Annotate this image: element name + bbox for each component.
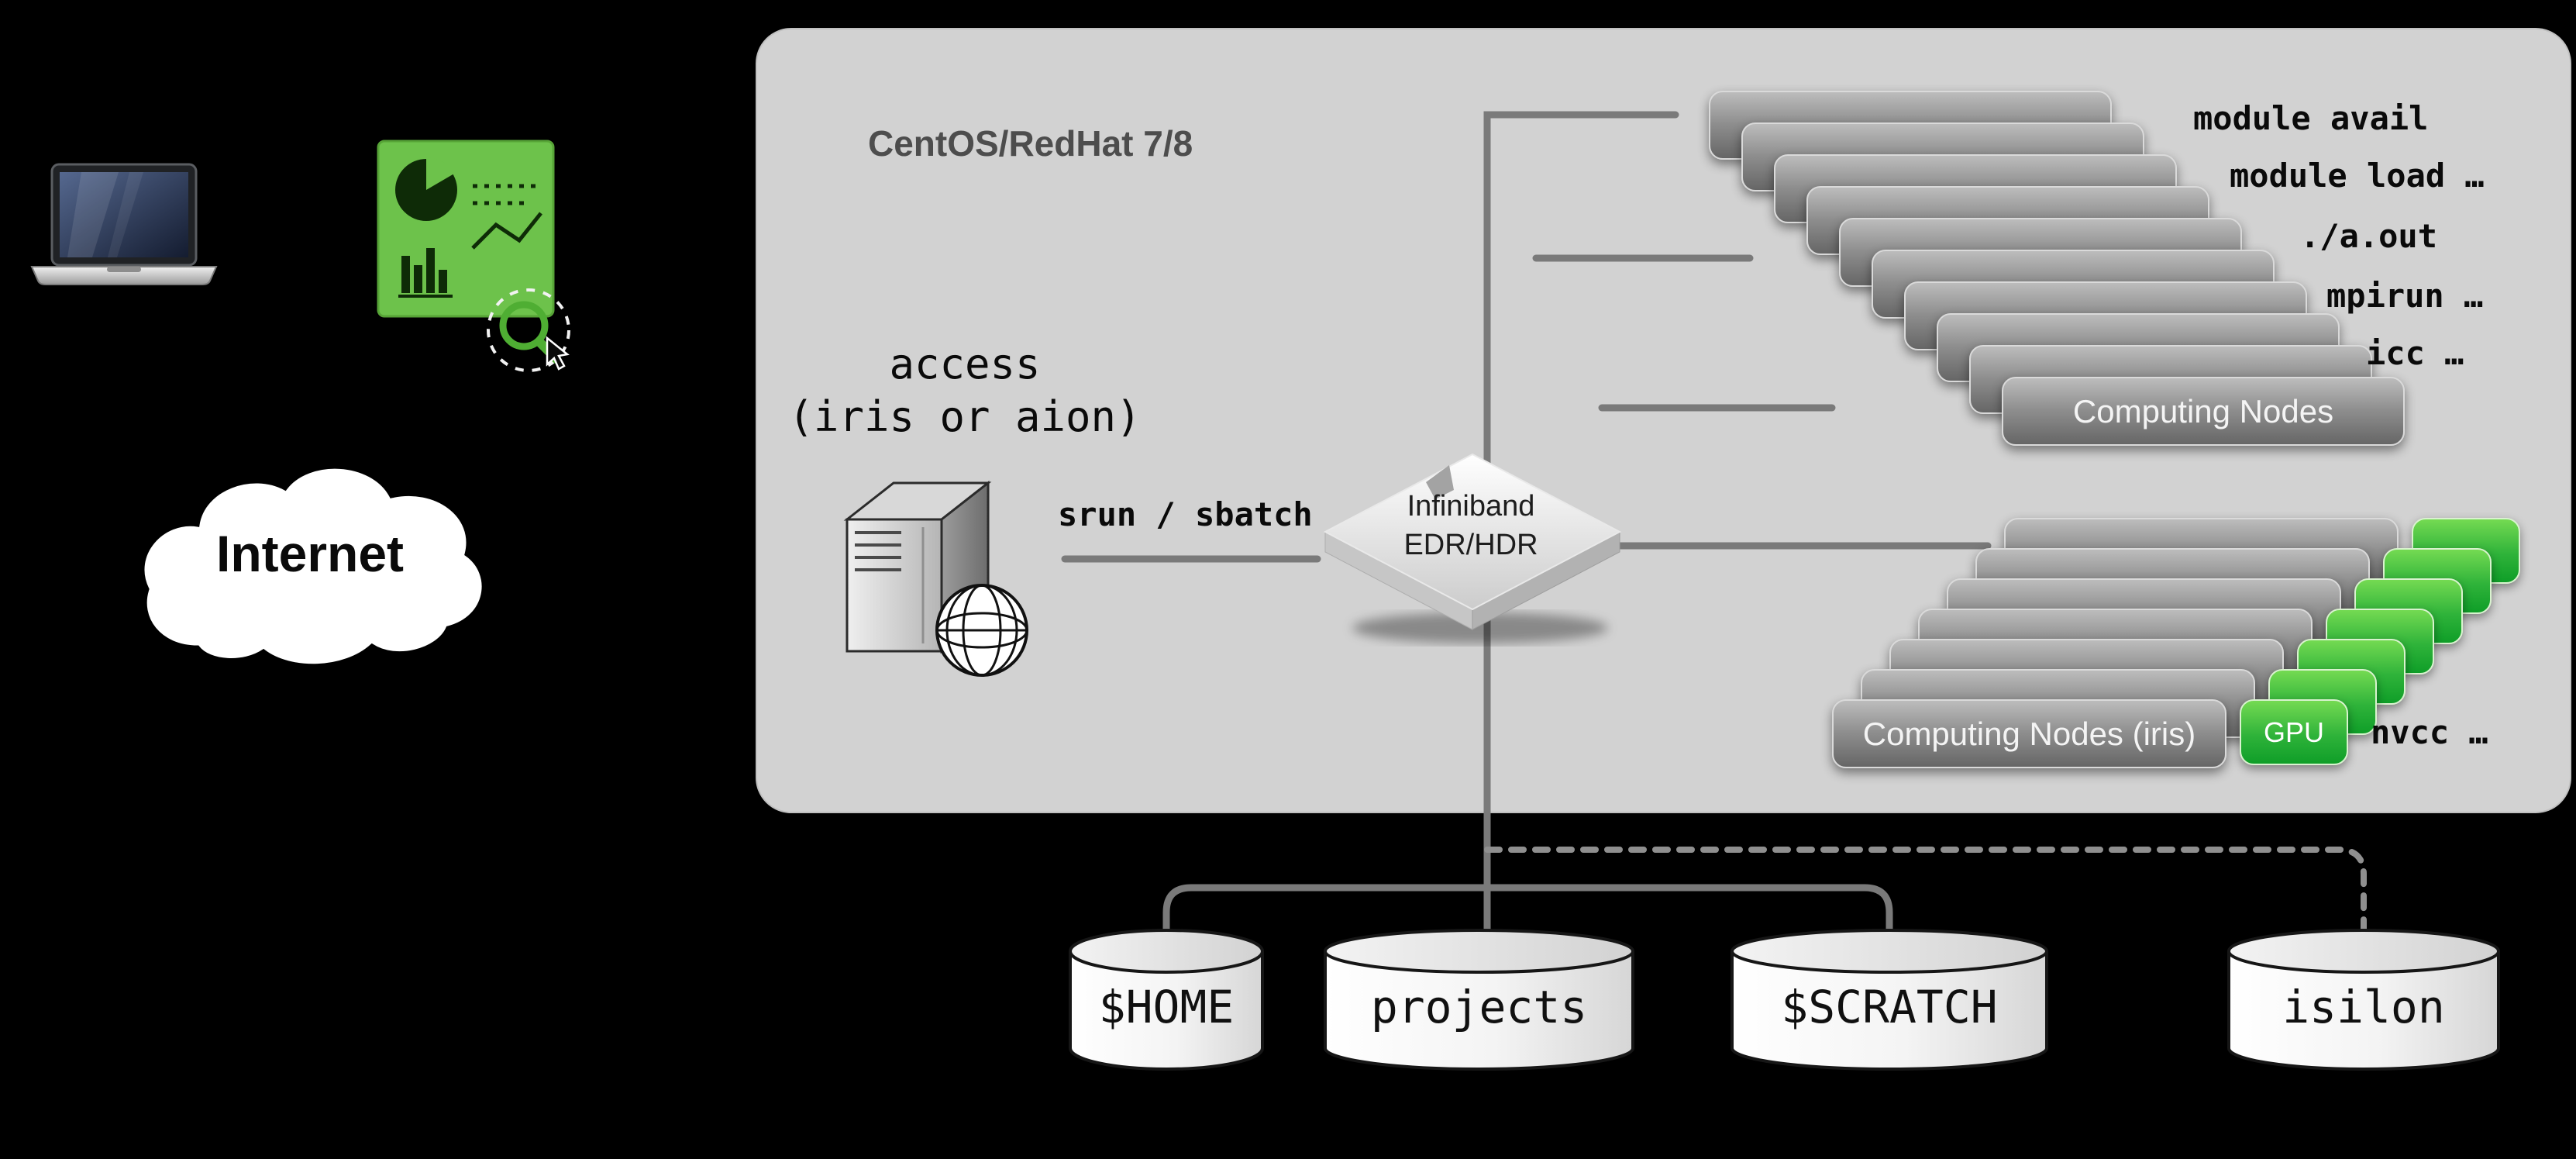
gpu-chip-label: GPU (2263, 716, 2324, 748)
gpu-chip-front: GPU (2240, 699, 2348, 765)
storage-cylinder: projects (1323, 925, 1635, 1072)
access-line2: (iris or aion) (788, 392, 1142, 441)
switch-arrow-icon (1426, 465, 1454, 499)
command-module-load: module load … (2230, 157, 2485, 195)
storage-label: $HOME (1098, 981, 1235, 1033)
scheduler-command-label: srun / sbatch (1058, 495, 1313, 533)
globe-icon (935, 584, 1028, 677)
command-aout: ./a.out (2300, 217, 2438, 255)
cylinder-shape (1324, 929, 1634, 1071)
server-icon (843, 480, 1028, 677)
computing-nodes-front-rect: Computing Nodes (2002, 377, 2405, 446)
storage-cylinder: $HOME (1068, 925, 1265, 1072)
cursor-icon (546, 336, 570, 371)
gpu-computing-nodes-front-rect: Computing Nodes (iris) (1832, 699, 2226, 768)
bar-chart-icon (398, 248, 453, 298)
drive-bay-lines (855, 531, 901, 571)
command-nvcc: nvcc … (2371, 713, 2488, 751)
cylinder-shape (1069, 929, 1264, 1071)
laptop-icon (30, 163, 218, 285)
command-icc: icc … (2366, 334, 2464, 372)
storage-label: projects (1370, 981, 1588, 1033)
cylinder-shape (1731, 929, 2048, 1071)
command-module-avail: module avail (2193, 99, 2429, 137)
storage-cylinder: isilon (2226, 925, 2501, 1072)
pie-chart-icon (395, 157, 457, 221)
access-label: access(iris or aion) (759, 338, 1170, 443)
cylinder-shape (2227, 929, 2500, 1071)
command-mpirun: mpirun … (2326, 277, 2484, 315)
internet-cloud (140, 464, 486, 668)
storage-cylinder: $SCRATCH (1730, 925, 2049, 1072)
monitoring-dashboard-icon (377, 140, 570, 372)
internet-label: Internet (215, 525, 405, 582)
os-label: CentOS/RedHat 7/8 (868, 123, 1193, 164)
switch-line1: Infiniband (1407, 490, 1535, 523)
access-line1: access (889, 340, 1041, 388)
storage-label: isilon (2282, 981, 2445, 1033)
computing-nodes-label: Computing Nodes (2072, 392, 2334, 429)
gpu-computing-nodes-label: Computing Nodes (iris) (1862, 715, 2196, 752)
switch-line2: EDR/HDR (1403, 529, 1538, 561)
infiniband-switch-icon (1323, 453, 1622, 643)
line-chart-icon (471, 184, 542, 250)
storage-label: $SCRATCH (1781, 981, 1998, 1033)
